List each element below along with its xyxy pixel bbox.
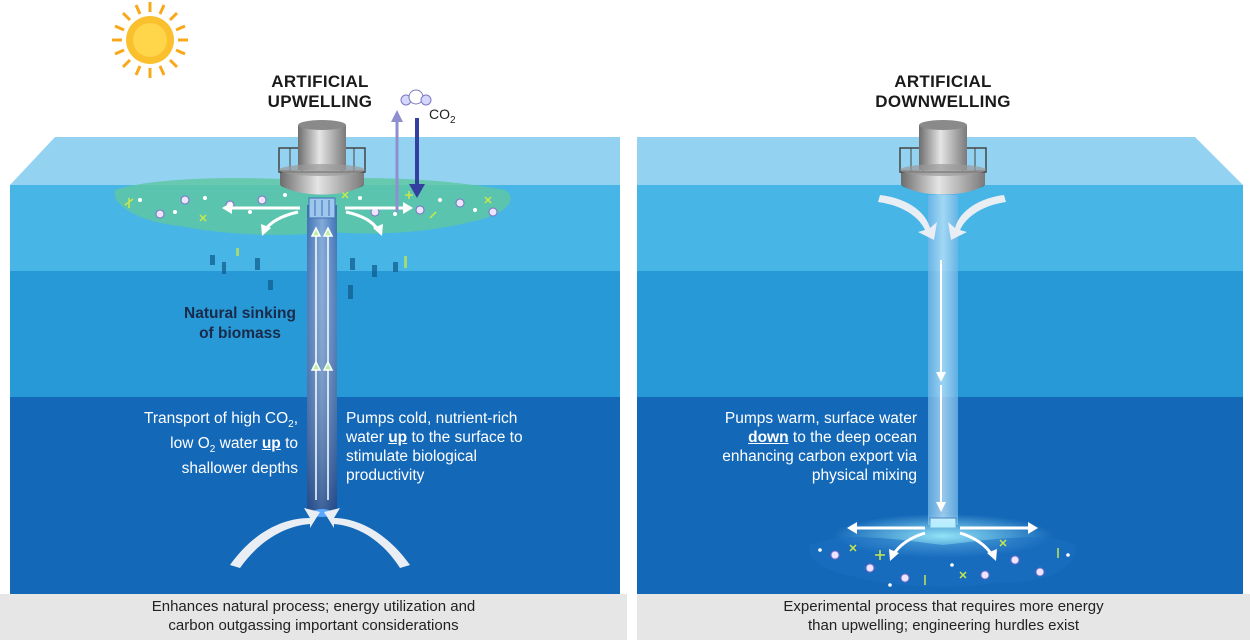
co2-text: CO bbox=[429, 106, 450, 122]
left-title-line2: UPWELLING bbox=[267, 92, 373, 111]
left-title: ARTIFICIAL UPWELLING bbox=[250, 72, 390, 112]
pumps-down-emphasis: down bbox=[748, 429, 789, 446]
transport-l3: shallower depths bbox=[181, 460, 298, 478]
right-caption-line2: than upwelling; engineering hurdles exis… bbox=[807, 617, 1079, 634]
transport-l1-sub: 2 bbox=[288, 419, 294, 431]
buoy-platform-icon bbox=[899, 120, 987, 195]
sinking-line1: Natural sinking bbox=[184, 305, 296, 322]
right-title-line2: DOWNWELLING bbox=[875, 92, 1011, 111]
right-title-line1: ARTIFICIAL bbox=[894, 72, 992, 91]
pumps-up-l2b: to the surface to bbox=[407, 429, 523, 446]
sun-icon bbox=[112, 2, 188, 78]
pumps-up-label: Pumps cold, nutrient-rich water up to th… bbox=[346, 409, 576, 485]
intake-arrows-left bbox=[230, 508, 410, 568]
pipe-icon bbox=[928, 195, 958, 529]
transport-l2a: low O bbox=[170, 435, 210, 453]
sinking-line2: of biomass bbox=[199, 325, 281, 342]
pumps-down-l2b: to the deep ocean bbox=[788, 429, 917, 446]
flow-arrow-icon bbox=[847, 522, 1038, 561]
pumps-down-label: Pumps warm, surface water down to the de… bbox=[660, 409, 917, 485]
left-title-line1: ARTIFICIAL bbox=[271, 72, 369, 91]
sinking-label: Natural sinking of biomass bbox=[165, 304, 315, 344]
transport-l1b: , bbox=[293, 410, 298, 427]
co2-subscript: 2 bbox=[450, 114, 456, 126]
co2-label: CO2 bbox=[429, 106, 456, 126]
pumps-up-l2a: water bbox=[346, 429, 389, 446]
right-title: ARTIFICIAL DOWNWELLING bbox=[863, 72, 1023, 112]
pumps-up-emphasis: up bbox=[388, 429, 408, 446]
transport-l2b: water bbox=[215, 435, 262, 453]
pumps-up-l3: stimulate biological bbox=[346, 448, 477, 465]
pumps-down-l1: Pumps warm, surface water bbox=[724, 410, 917, 427]
buoy-platform-icon bbox=[278, 120, 366, 195]
right-caption: Experimental process that requires more … bbox=[637, 594, 1250, 640]
intake-arrows-right bbox=[878, 195, 1006, 240]
transport-l2-sub: 2 bbox=[209, 444, 216, 456]
pumps-down-l4: physical mixing bbox=[811, 467, 917, 484]
left-caption: Enhances natural process; energy utiliza… bbox=[0, 594, 627, 640]
pumps-down-l3: enhancing carbon export via bbox=[722, 448, 917, 465]
right-caption-line1: Experimental process that requires more … bbox=[783, 598, 1104, 615]
transport-l1a: Transport of high CO bbox=[143, 410, 289, 427]
left-caption-line2: carbon outgassing important consideratio… bbox=[168, 617, 459, 634]
left-caption-line1: Enhances natural process; energy utiliza… bbox=[151, 598, 476, 615]
plankton-bloom-right bbox=[809, 537, 1076, 587]
transport-label: Transport of high CO2, low O2 water up t… bbox=[100, 409, 298, 478]
transport-l2c: to bbox=[280, 435, 298, 453]
co2-flux-arrows bbox=[391, 110, 425, 212]
sinking-biomass bbox=[210, 248, 407, 299]
pipe-icon bbox=[307, 197, 337, 517]
transport-up-emphasis: up bbox=[261, 435, 281, 453]
pumps-up-l1: Pumps cold, nutrient-rich bbox=[346, 410, 518, 427]
co2-molecule-icon bbox=[400, 89, 432, 106]
pumps-up-l4: productivity bbox=[346, 467, 425, 484]
flow-arrow-icon bbox=[222, 202, 413, 236]
